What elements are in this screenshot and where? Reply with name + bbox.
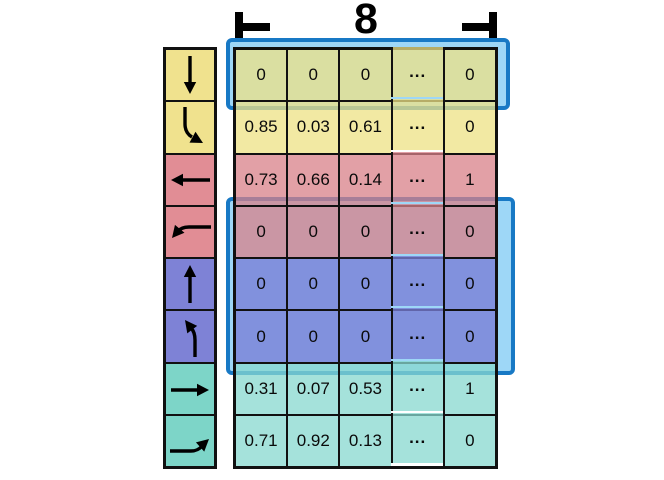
matrix-row: 0.85 0.03 0.61 ... 0: [236, 99, 495, 153]
matrix-cell: 0: [236, 259, 287, 310]
matrix-cell-ellipsis: ...: [390, 151, 443, 202]
matrix-cell: 1: [442, 154, 495, 205]
matrix-row: 0 0 0 ... 0: [236, 203, 495, 258]
matrix-row: 0.73 0.66 0.14 ... 1: [236, 151, 495, 205]
arrow-up-left-icon: [185, 319, 198, 357]
matrix-cell: 0.07: [286, 363, 339, 415]
arrow-left-icon: [171, 173, 210, 186]
action-cell: [166, 309, 214, 362]
action-cell: [166, 152, 214, 205]
matrix-cell: 0: [236, 206, 287, 258]
action-cell: [166, 361, 214, 415]
bracket-count-label: 8: [354, 0, 378, 43]
action-cell: [166, 257, 214, 310]
matrix-cell: 0: [338, 311, 391, 362]
action-cell: [166, 50, 214, 101]
matrix-cell-ellipsis: ...: [390, 99, 443, 150]
matrix-cell: 0: [286, 311, 339, 362]
matrix-cell: 0: [286, 259, 339, 310]
matrix-cell: 0: [236, 311, 287, 362]
matrix-cell: 0.61: [338, 102, 391, 153]
matrix-cell: 0.92: [286, 416, 339, 467]
matrix-cell: 0.31: [236, 363, 287, 415]
bracket-left-dash: [237, 23, 270, 31]
matrix-cell: 0: [442, 259, 495, 310]
arrow-down-icon: [183, 56, 197, 95]
bracket-right-cap: [489, 12, 497, 44]
action-cell: [166, 414, 214, 467]
matrix-row: 0 0 0 ... 0: [236, 256, 495, 310]
matrix-cell: 0: [442, 311, 495, 362]
matrix-cell: 1: [442, 363, 495, 415]
matrix-cell-ellipsis: ...: [390, 256, 443, 307]
matrix-cell: 0: [236, 50, 287, 101]
action-column: [163, 47, 217, 470]
arrow-right-up-icon: [170, 439, 209, 453]
arrow-down-right-icon: [183, 107, 203, 144]
matrix-cell: 0.85: [236, 102, 287, 153]
matrix-cell-ellipsis: ...: [390, 47, 443, 98]
matrix-row: 0.71 0.92 0.13 ... 0: [236, 413, 495, 467]
action-cell: [166, 100, 214, 153]
width-bracket: 8: [235, 0, 497, 48]
arrow-left-down-icon: [172, 224, 211, 239]
matrix-cell: 0: [286, 50, 339, 101]
matrix-row: 0 0 0 ... 0: [236, 308, 495, 362]
matrix-cell-ellipsis: ...: [390, 413, 443, 464]
value-matrix: 0 0 0 ... 0 0.85 0.03 0.61 ... 0 0.73 0.…: [233, 47, 498, 470]
matrix-cell: 0: [338, 50, 391, 101]
action-cell: [166, 204, 214, 258]
matrix-row: 0 0 0 ... 0: [236, 47, 495, 101]
matrix-cell-ellipsis: ...: [390, 203, 443, 255]
matrix-cell: 0.53: [338, 363, 391, 415]
matrix-row: 0.31 0.07 0.53 ... 1: [236, 360, 495, 415]
matrix-cell-ellipsis: ...: [390, 360, 443, 412]
arrow-right-icon: [171, 383, 209, 397]
matrix-cell: 0: [442, 102, 495, 153]
matrix-cell: 0.73: [236, 154, 287, 205]
matrix-cell: 0.71: [236, 416, 287, 467]
matrix-cell: 0.03: [286, 102, 339, 153]
arrow-up-icon: [183, 265, 197, 304]
matrix-cell: 0: [442, 50, 495, 101]
matrix-cell: 0: [286, 206, 339, 258]
matrix-cell: 0: [442, 416, 495, 467]
bracket-right-dash: [462, 23, 495, 31]
matrix-cell: 0.14: [338, 154, 391, 205]
matrix-cell: 0: [442, 206, 495, 258]
matrix-cell-ellipsis: ...: [390, 308, 443, 359]
matrix-cell: 0.13: [338, 416, 391, 467]
matrix-cell: 0: [338, 206, 391, 258]
matrix-cell: 0: [338, 259, 391, 310]
matrix-cell: 0.66: [286, 154, 339, 205]
